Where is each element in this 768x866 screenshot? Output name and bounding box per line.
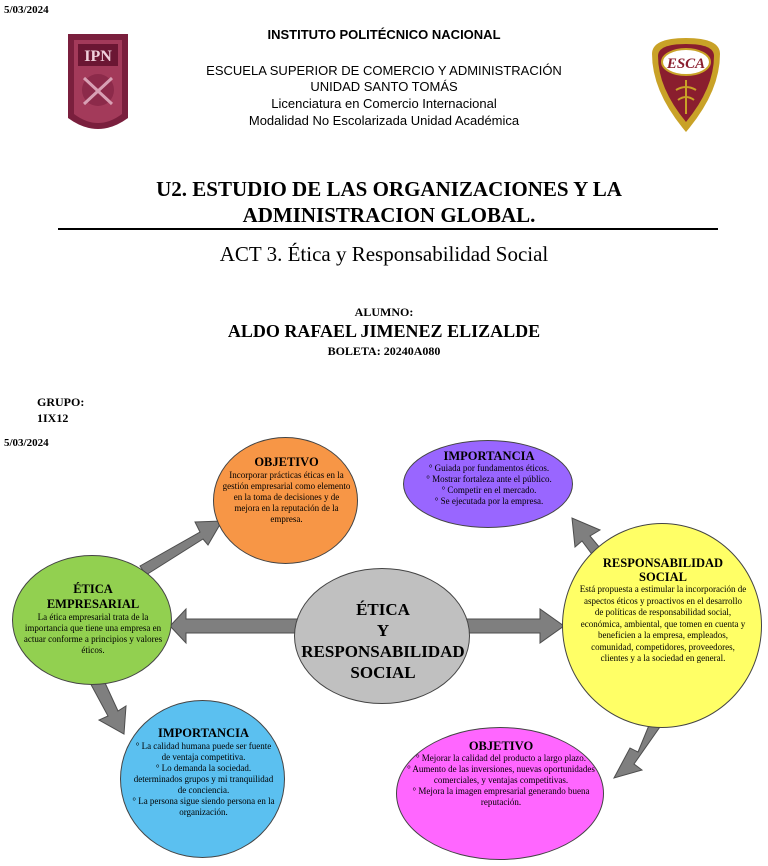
header-line-3: Licenciatura en Comercio Internacional <box>271 96 497 111</box>
title-divider <box>58 228 718 230</box>
arrow-responsabilidad-to-objetivo <box>613 717 663 779</box>
center-line-4: SOCIAL <box>350 663 416 682</box>
objetivo-right-item-2: ° Aumento de las inversiones, nuevas opo… <box>407 764 595 785</box>
ipn-logo-text: IPN <box>84 48 112 65</box>
etica-title-2: EMPRESARIAL <box>46 597 140 611</box>
ipn-logo: IPN <box>68 34 128 129</box>
importancia-right-item-1: ° Guiada por fundamentos éticos. <box>428 463 550 473</box>
arrow-center-to-etica <box>169 607 301 645</box>
header-line-1: ESCUELA SUPERIOR DE COMERCIO Y ADMINISTR… <box>206 63 562 78</box>
etica-bubble: ÉTICA EMPRESARIAL La ética empresarial t… <box>12 555 172 685</box>
header-line-4: Modalidad No Escolarizada Unidad Académi… <box>248 113 520 128</box>
center-line-1: ÉTICA <box>356 600 410 619</box>
importancia-left-item-1: ° La calidad humana puede ser fuente de … <box>135 741 272 762</box>
arrow-etica-to-objetivo <box>139 520 223 576</box>
center-line-3: RESPONSABILIDAD <box>301 642 465 661</box>
objetivo-right-bubble: OBJETIVO ° Mejorar la calidad del produc… <box>396 727 604 860</box>
institute-name: INSTITUTO POLITÉCNICO NACIONAL <box>267 27 501 42</box>
group-value: 1IX12 <box>37 411 69 425</box>
esca-logo: ESCA <box>652 38 720 132</box>
importancia-left-bubble: IMPORTANCIA ° La calidad humana puede se… <box>120 700 285 858</box>
importancia-left-title: IMPORTANCIA <box>158 726 249 740</box>
objetivo-left-title: OBJETIVO <box>254 455 319 469</box>
arrow-center-to-responsabilidad <box>463 608 565 644</box>
importancia-left-item-2: ° Lo demanda la sociedad. determinados g… <box>133 763 274 795</box>
objetivo-left-body: Incorporar prácticas éticas en la gestió… <box>222 470 351 524</box>
group-label: GRUPO: <box>37 395 85 409</box>
importancia-right-item-2: ° Mostrar fortaleza ante el público. <box>426 474 552 484</box>
objetivo-right-item-1: ° Mejorar la calidad del producto a larg… <box>415 753 587 763</box>
student-boleta: BOLETA: 20240A080 <box>327 344 441 358</box>
objetivo-right-title: OBJETIVO <box>468 739 534 753</box>
etica-body: La ética empresarial trata de la importa… <box>23 612 163 655</box>
student-name: ALDO RAFAEL JIMENEZ ELIZALDE <box>227 321 541 341</box>
importancia-left-item-3: ° La persona sigue siendo persona en la … <box>132 796 275 817</box>
importancia-right-item-3: ° Competir en el mercado. <box>441 485 537 495</box>
esca-logo-text: ESCA <box>666 56 705 72</box>
activity-subtitle: ACT 3. Ética y Responsabilidad Social <box>219 242 549 266</box>
responsabilidad-title-1: RESPONSABILIDAD <box>602 556 724 570</box>
etica-title-1: ÉTICA <box>73 582 113 596</box>
page-title-line-2: ADMINISTRACION GLOBAL. <box>242 203 536 227</box>
responsabilidad-bubble: RESPONSABILIDAD SOCIAL Está propuesta a … <box>562 523 762 728</box>
page-title-line-1: U2. ESTUDIO DE LAS ORGANIZACIONES Y LA <box>156 177 622 201</box>
responsabilidad-body: Está propuesta a estimular la incorporac… <box>579 584 747 663</box>
page-title: U2. ESTUDIO DE LAS ORGANIZACIONES Y LA A… <box>60 176 718 228</box>
center-line-2: Y <box>376 621 390 640</box>
objetivo-right-item-3: ° Mejora la imagen empresarial generando… <box>412 786 590 807</box>
importancia-right-title: IMPORTANCIA <box>443 449 535 463</box>
header-line-2: UNIDAD SANTO TOMÁS <box>310 79 458 94</box>
importancia-right-bubble: IMPORTANCIA ° Guiada por fundamentos éti… <box>403 440 573 528</box>
objetivo-left-bubble: OBJETIVO Incorporar prácticas éticas en … <box>213 437 358 564</box>
student-label: ALUMNO: <box>354 305 414 319</box>
date-bottom: 5/03/2024 <box>4 437 49 449</box>
date-top: 5/03/2024 <box>4 4 49 16</box>
center-bubble: ÉTICA Y RESPONSABILIDAD SOCIAL <box>294 568 470 704</box>
responsabilidad-title-2: SOCIAL <box>639 570 687 584</box>
importancia-right-item-4: ° Se ejecutada por la empresa. <box>434 496 544 506</box>
